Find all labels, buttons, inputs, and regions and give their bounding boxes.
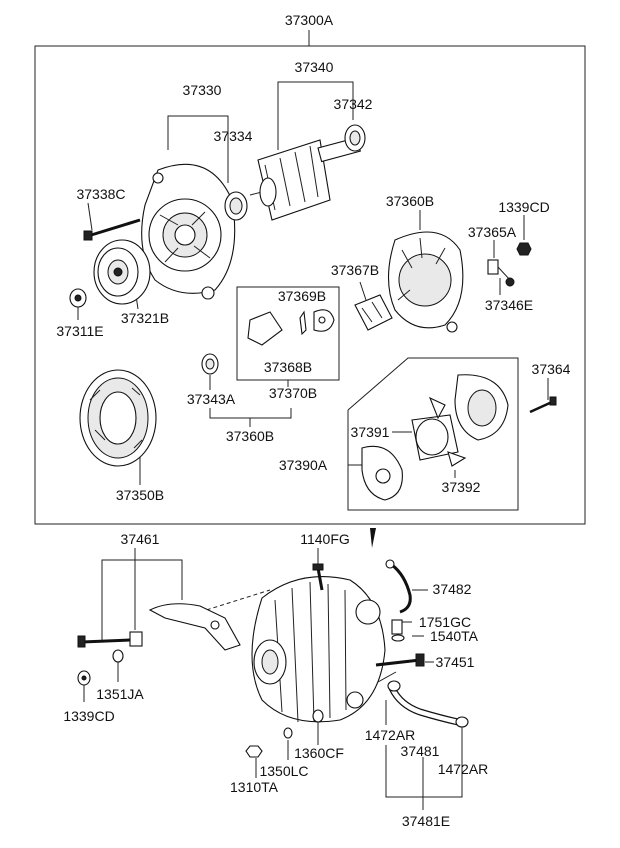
label-1310TA[interactable]: 1310TA <box>230 779 279 795</box>
assembly-frame <box>34 45 586 525</box>
rectifier-part[interactable] <box>354 294 393 331</box>
label-1339CD-bottom[interactable]: 1339CD <box>63 708 114 724</box>
bolt-1751GC-part[interactable] <box>391 619 403 635</box>
label-37391[interactable]: 37391 <box>351 424 390 440</box>
label-37360B-bottom[interactable]: 37360B <box>226 428 274 444</box>
label-37369B[interactable]: 37369B <box>278 288 326 304</box>
regulator-cover-part[interactable] <box>454 374 509 441</box>
label-37321B[interactable]: 37321B <box>121 310 169 326</box>
label-1472AR-left[interactable]: 1472AR <box>365 727 416 743</box>
washer-1351JA-part[interactable] <box>112 649 124 663</box>
front-housing-part[interactable] <box>141 163 236 300</box>
label-1751GC[interactable]: 1751GC <box>419 614 471 630</box>
label-37367B[interactable]: 37367B <box>331 262 379 278</box>
washer-1540TA-part[interactable] <box>391 634 405 642</box>
clamp-left-part[interactable] <box>387 680 401 692</box>
bolt-37451-part[interactable] <box>375 653 425 667</box>
label-37330[interactable]: 37330 <box>183 82 222 98</box>
leader-lines-bottom <box>83 528 463 810</box>
nut-37311E-part[interactable] <box>69 288 87 308</box>
label-1360CF[interactable]: 1360CF <box>294 745 344 761</box>
bolt-37364-part[interactable] <box>529 396 557 414</box>
base-plate-part[interactable] <box>361 445 403 501</box>
rear-housing-part[interactable] <box>388 231 464 333</box>
bolt-37338C-part[interactable] <box>83 218 141 241</box>
washer-1350LC-part[interactable] <box>283 727 293 739</box>
clamp-right-part[interactable] <box>455 716 469 728</box>
label-1472AR-right[interactable]: 1472AR <box>438 761 489 777</box>
bearing-37342-part[interactable] <box>344 124 366 152</box>
label-37300A[interactable]: 37300A <box>285 12 334 28</box>
washer-1360CF-part[interactable] <box>312 709 324 723</box>
seal-37343A-part[interactable] <box>201 353 219 375</box>
label-37481[interactable]: 37481 <box>401 743 440 759</box>
label-1350LC[interactable]: 1350LC <box>259 763 308 779</box>
label-37350B[interactable]: 37350B <box>116 487 164 503</box>
label-37368B[interactable]: 37368B <box>264 359 312 375</box>
regulator-part[interactable] <box>411 396 467 467</box>
label-37482[interactable]: 37482 <box>433 581 472 597</box>
bracket-nut-part[interactable] <box>129 631 143 647</box>
terminal-part[interactable] <box>487 259 515 287</box>
bracket-part[interactable] <box>148 603 241 651</box>
bolt-1140FG-part[interactable] <box>312 563 324 591</box>
bearing-37334-part[interactable] <box>224 191 248 221</box>
label-37360B-top[interactable]: 37360B <box>386 193 434 209</box>
nut-1339CD-top-part[interactable] <box>516 242 532 256</box>
pulley-part[interactable] <box>93 239 151 305</box>
label-37311E[interactable]: 37311E <box>56 323 103 339</box>
label-37338C[interactable]: 37338C <box>76 186 125 202</box>
label-37392[interactable]: 37392 <box>442 479 481 495</box>
nut-1339CD-bottom-part[interactable] <box>77 670 91 686</box>
part-labels: 37340 37330 37342 37334 37338C 37360B 13… <box>56 59 570 829</box>
label-37346E[interactable]: 37346E <box>485 297 533 313</box>
label-37370B[interactable]: 37370B <box>269 385 317 401</box>
label-37334[interactable]: 37334 <box>214 128 253 144</box>
hose-part[interactable] <box>377 671 459 726</box>
label-37481E[interactable]: 37481E <box>402 813 450 829</box>
label-37390A[interactable]: 37390A <box>279 457 328 473</box>
label-1540TA[interactable]: 1540TA <box>430 628 479 644</box>
label-37451[interactable]: 37451 <box>436 654 475 670</box>
label-37342[interactable]: 37342 <box>334 96 373 112</box>
label-1339CD-top[interactable]: 1339CD <box>498 199 549 215</box>
stator-part[interactable] <box>79 369 157 467</box>
brush-holder-part[interactable] <box>247 309 335 346</box>
label-37461[interactable]: 37461 <box>121 531 160 547</box>
alternator-assembly-part[interactable] <box>251 576 386 723</box>
cable-part[interactable] <box>385 559 412 614</box>
label-37365A[interactable]: 37365A <box>468 224 517 240</box>
label-37343A[interactable]: 37343A <box>187 391 236 407</box>
rotor-part[interactable] <box>249 136 361 221</box>
label-1351JA[interactable]: 1351JA <box>96 686 144 702</box>
long-bolt-part[interactable] <box>77 635 131 648</box>
label-37340[interactable]: 37340 <box>295 59 334 75</box>
label-37364[interactable]: 37364 <box>532 361 571 377</box>
nut-1310TA-part[interactable] <box>245 745 263 758</box>
label-1140FG[interactable]: 1140FG <box>300 531 350 547</box>
